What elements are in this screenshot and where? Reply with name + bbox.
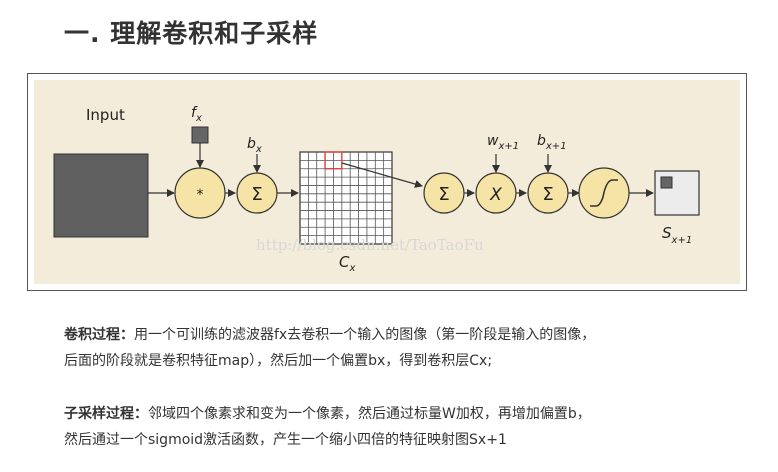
input-label: Input (86, 106, 125, 124)
feature-map-frame (299, 151, 393, 245)
cnn-diagram-figure: Input fx * bx Σ Cx http://blog.csdn.net/… (27, 73, 747, 291)
output-pixel (660, 176, 673, 189)
convolution-symbol: * (197, 187, 204, 203)
convolution-line-2: 后面的阶段就是卷积特征map），然后加一个偏置bx，得到卷积层Cx; (64, 353, 493, 369)
wx1-label: wx+1 (487, 133, 519, 152)
subsampling-term: 子采样过程： (64, 406, 148, 422)
sum-symbol-2: Σ (438, 184, 449, 205)
arrow-region-sum (341, 162, 423, 188)
convolution-line-1: 用一个可训练的滤波器fx去卷积一个输入的图像（第一阶段是输入的图像， (134, 327, 596, 343)
subsampling-paragraph: 子采样过程：邻域四个像素求和变为一个像素，然后通过标量W加权，再增加偏置b， 然… (64, 401, 754, 453)
sigmoid-curve (590, 179, 618, 207)
input-image (53, 153, 149, 238)
bx-label: bx (247, 136, 262, 155)
watermark-text: http://blog.csdn.net/TaoTaoFu (256, 236, 484, 254)
multiply-symbol: X (489, 185, 502, 205)
convolution-term: 卷积过程： (64, 327, 134, 343)
section-heading: 一. 理解卷积和子采样 (64, 19, 319, 48)
cx-label: Cx (339, 253, 355, 274)
subsampling-line-2: 然后通过一个sigmoid激活函数，产生一个缩小四倍的特征映射图Sx+1 (64, 432, 507, 448)
fx-label: fx (191, 105, 202, 124)
subsampling-line-1: 邻域四个像素求和变为一个像素，然后通过标量W加权，再增加偏置b， (148, 406, 591, 422)
bx1-label: bx+1 (537, 133, 567, 152)
convolution-paragraph: 卷积过程：用一个可训练的滤波器fx去卷积一个输入的图像（第一阶段是输入的图像， … (64, 322, 754, 374)
receptive-field-highlight (324, 151, 343, 170)
filter-square (191, 126, 209, 144)
sum-symbol-1: Σ (251, 184, 262, 205)
cnn-diagram: Input fx * bx Σ Cx http://blog.csdn.net/… (34, 80, 740, 284)
feature-map-grid (299, 151, 393, 245)
sum-symbol-3: Σ (542, 184, 553, 205)
sx1-label: Sx+1 (662, 224, 692, 246)
